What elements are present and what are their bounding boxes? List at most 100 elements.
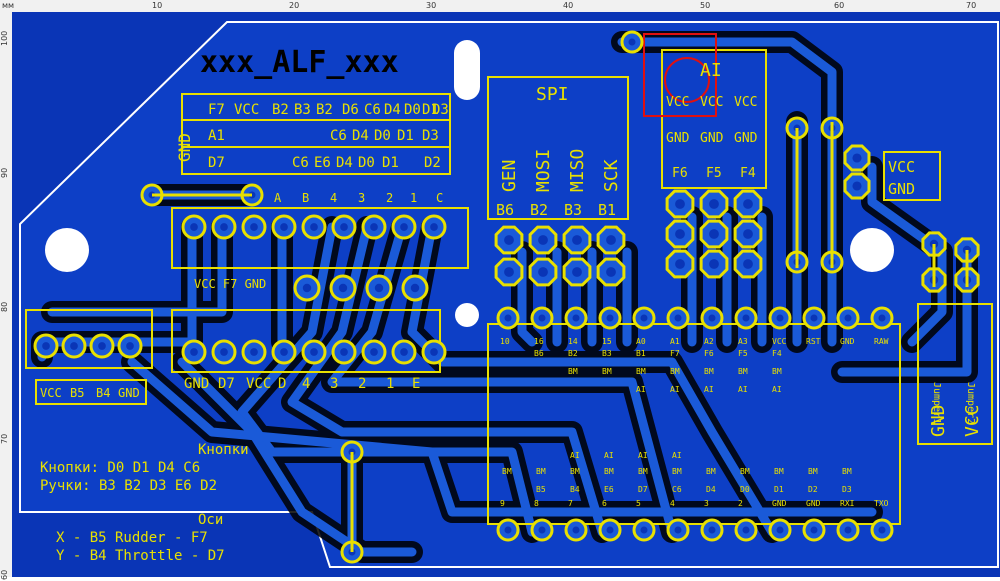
ai-f-label: F4	[740, 166, 756, 181]
pad-hole	[709, 259, 719, 269]
header-pin-label: D2	[424, 155, 441, 171]
pad-hole	[310, 348, 318, 356]
notes-line: Оси	[198, 512, 223, 528]
jumper-label: Jumper2	[965, 382, 976, 424]
header-pin-label: D6	[342, 102, 359, 118]
promicro-pin-label: BM	[568, 367, 578, 376]
notes-line: X - B5 Rudder - F7	[56, 530, 208, 546]
promicro-pin-label: AI	[738, 385, 748, 394]
spi-pin-label: SCK	[601, 159, 622, 192]
promicro-pin-label: 10	[500, 337, 510, 346]
promicro-pin-label: D1	[774, 485, 784, 494]
ai-f-label: F6	[672, 166, 688, 181]
pad-hole	[628, 38, 636, 46]
pad-hole	[878, 314, 886, 322]
promicro-labels: RAWGNDRSTVCCA3A2A1A015141610F4F5F6F7B1B3…	[500, 337, 889, 508]
pad-hole	[675, 199, 685, 209]
promicro-pin-label: BM	[638, 467, 648, 476]
conn-label: B	[302, 191, 309, 205]
jumper-label: Jumper1	[931, 382, 942, 424]
top-header-labels: F7 VCC B2 B3 B2 D6 C6 D4 D0 D1 D3 A1 C6 …	[175, 102, 449, 171]
pad-hole	[370, 223, 378, 231]
promicro-pin-label: C6	[672, 485, 682, 494]
header-pin-label: B3	[294, 102, 311, 118]
promicro-pin-label: AI	[704, 385, 714, 394]
ai-pin-labels: VCC VCC VCC GND GND GND F6 F5 F4	[666, 95, 758, 181]
conn-label: D	[278, 376, 286, 392]
header-pin-label: E6	[314, 155, 331, 171]
notes-line: Кнопки: D0 D1 D4 C6	[40, 460, 200, 476]
pad-hole	[70, 342, 78, 350]
promicro-pin-label: BM	[740, 467, 750, 476]
mounting-hole	[45, 228, 89, 272]
ai-vcc-label: VCC	[666, 95, 689, 110]
promicro-pin-label: A2	[704, 337, 714, 346]
ruler-tick: 60	[834, 1, 845, 10]
conn-label: 2	[386, 191, 393, 205]
promicro-pin-label: RST	[806, 337, 821, 346]
promicro-pin-label: BM	[602, 367, 612, 376]
spi-bottom-label: B6	[496, 201, 514, 219]
pcb-board[interactable]: xxx_ALF_xxx F7 VCC B2 B3 B2 D6 C6 D4 D0 …	[12, 12, 1000, 577]
promicro-pin-label: A0	[636, 337, 646, 346]
pad-hole	[220, 348, 228, 356]
pad-hole	[220, 223, 228, 231]
header-pin-label: D3	[422, 128, 439, 144]
promicro-pin-label: E6	[604, 485, 614, 494]
promicro-pin-label: F4	[772, 349, 782, 358]
pad-hole	[810, 526, 818, 534]
pad-hole	[400, 348, 408, 356]
notes-block: Кнопки Кнопки: D0 D1 D4 C6 Ручки: B3 B2 …	[40, 442, 249, 564]
promicro-pin-label: AI	[604, 451, 614, 460]
header-pin-label: D1	[422, 102, 439, 118]
spi-bottom-label: B2	[530, 201, 548, 219]
pad-hole	[280, 348, 288, 356]
pad-hole	[742, 526, 750, 534]
top-header-outline	[181, 93, 451, 175]
promicro-pin-label: BM	[738, 367, 748, 376]
pad-hole	[674, 526, 682, 534]
jumper-labels: Jumper1 Jumper2 GND VCC	[928, 382, 983, 437]
pad-hole	[708, 526, 716, 534]
ai-gnd-label: GND	[700, 131, 724, 146]
promicro-pin-label: 5	[636, 499, 641, 508]
ruler-tick: 20	[289, 1, 300, 10]
connector-top-labels: A B 4 3 2 1 C	[274, 191, 443, 205]
connector-outlines	[25, 207, 993, 525]
pad-hole	[606, 267, 616, 277]
mounting-hole	[455, 303, 479, 327]
promicro-pin-label: 8	[534, 499, 539, 508]
jumper-pin: GND	[928, 404, 949, 437]
promicro-pin-label: GND	[772, 499, 787, 508]
promicro-pin-label: GND	[806, 499, 821, 508]
header-pin-label: D0	[404, 102, 421, 118]
promicro-pin-label: D7	[638, 485, 648, 494]
ruler-tick: 70	[966, 1, 977, 10]
gnd-label: GND	[888, 180, 915, 198]
promicro-pin-label: BM	[808, 467, 818, 476]
pad-hole	[310, 223, 318, 231]
header-gnd-label: GND	[175, 133, 194, 162]
vcc-label: VCC	[888, 158, 915, 176]
conn-label: 3	[330, 376, 338, 392]
ai-f-label: F5	[706, 166, 722, 181]
pad-hole	[42, 342, 50, 350]
ruler-tick: 80	[0, 301, 9, 312]
promicro-pin-label: BM	[772, 367, 782, 376]
ai-vcc-label: VCC	[734, 95, 757, 110]
pad-hole	[538, 235, 548, 245]
ai-vcc-label: VCC	[700, 95, 723, 110]
pad-hole	[370, 348, 378, 356]
promicro-pin-label: 9	[500, 499, 505, 508]
pad-hole	[572, 235, 582, 245]
pad-hole	[606, 235, 616, 245]
ai-gnd-label: GND	[666, 131, 690, 146]
promicro-pin-label: AI	[772, 385, 782, 394]
header-pin-label: D0	[374, 128, 391, 144]
pad-hole	[572, 526, 580, 534]
conn-label: D7	[218, 376, 235, 392]
pad-hole	[504, 314, 512, 322]
promicro-pin-label: 2	[738, 499, 743, 508]
promicro-pin-label: AI	[636, 385, 646, 394]
spi-pin-label: MISO	[567, 149, 588, 192]
